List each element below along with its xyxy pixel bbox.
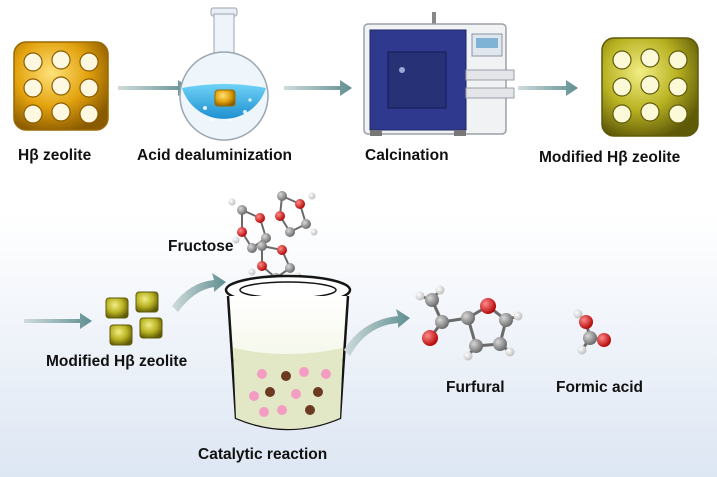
label-calcination: Calcination	[365, 147, 449, 164]
arrow-3	[518, 80, 578, 96]
formic-acid-molecule-image	[573, 309, 611, 355]
furnace-image	[363, 12, 515, 136]
label-fructose: Fructose	[168, 238, 234, 255]
flask-image	[179, 7, 269, 141]
arrow-1	[118, 80, 190, 96]
reaction-vial-image	[224, 274, 352, 431]
label-hbeta-zeolite: Hβ zeolite	[18, 147, 92, 164]
label-furfural: Furfural	[446, 379, 505, 396]
label-acid-dealuminization: Acid dealuminization	[137, 147, 293, 164]
arrow-6	[344, 309, 410, 356]
label-modified-hbeta-zeolite-top: Modified Hβ zeolite	[539, 149, 681, 166]
modified-zeolite-image	[601, 37, 699, 137]
furfural-molecule-image	[415, 285, 523, 361]
fructose-molecule-image	[228, 191, 318, 283]
arrow-2	[284, 80, 352, 96]
label-modified-hbeta-zeolite-bottom: Modified Hβ zeolite	[46, 353, 188, 370]
hbeta-zeolite-image	[13, 41, 109, 131]
arrow-4	[24, 313, 92, 329]
label-formic-acid: Formic acid	[556, 379, 643, 396]
arrow-5	[172, 273, 226, 312]
zeolite-crystals-image	[105, 291, 163, 346]
label-catalytic-reaction: Catalytic reaction	[198, 446, 328, 463]
